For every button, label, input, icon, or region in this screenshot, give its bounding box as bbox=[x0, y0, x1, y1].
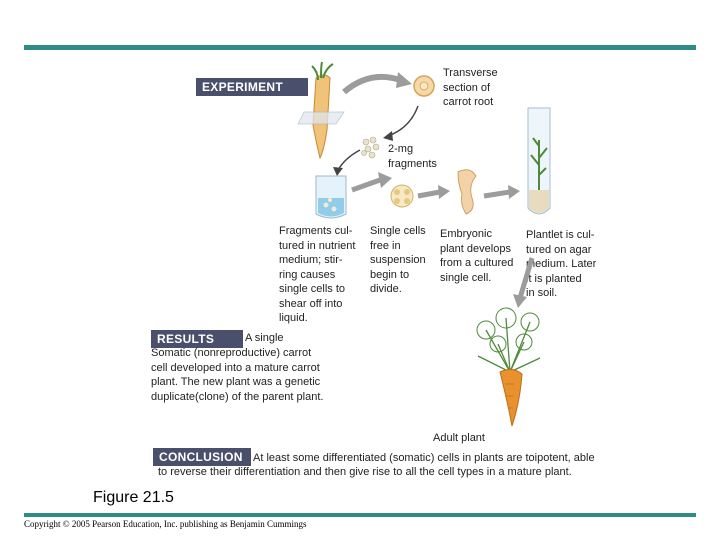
adult-plant-icon bbox=[476, 307, 541, 427]
bottom-rule bbox=[24, 513, 696, 517]
caption-adult-plant: Adult plant bbox=[433, 432, 485, 444]
fragments-icon bbox=[361, 136, 380, 159]
arrow-to-section-icon bbox=[342, 74, 401, 95]
carrot-root-icon bbox=[297, 61, 345, 160]
top-rule bbox=[24, 45, 696, 50]
copyright-text: Copyright © 2005 Pearson Education, Inc.… bbox=[24, 519, 307, 529]
conclusion-first-line: At least some differentiated (somatic) c… bbox=[253, 452, 595, 464]
carrot-taproot-icon bbox=[499, 368, 523, 427]
arrow-head-icon bbox=[396, 72, 412, 88]
arrow-to-fragments-icon bbox=[387, 105, 419, 137]
arrow-to-cells-icon bbox=[351, 177, 381, 193]
experiment-label: EXPERIMENT bbox=[196, 78, 308, 96]
arrow-to-adult-icon bbox=[517, 257, 535, 299]
dividing-cells-icon bbox=[390, 184, 414, 208]
culture-flask-icon bbox=[315, 175, 347, 219]
plantlet-icon bbox=[530, 137, 548, 190]
embryo-icon bbox=[457, 169, 477, 215]
results-label: RESULTS bbox=[151, 330, 243, 348]
arrow-to-flask-icon bbox=[337, 149, 361, 171]
test-tube-icon bbox=[527, 107, 551, 215]
conclusion-label: CONCLUSION bbox=[153, 448, 251, 466]
arrow-to-tube-icon bbox=[483, 189, 511, 199]
conclusion-second-line: to reverse their differentiation and the… bbox=[158, 466, 572, 478]
figure-title: Figure 21.5 bbox=[93, 489, 174, 506]
results-first-line: A single bbox=[245, 332, 284, 344]
arrow-to-embryo-icon bbox=[417, 189, 441, 199]
